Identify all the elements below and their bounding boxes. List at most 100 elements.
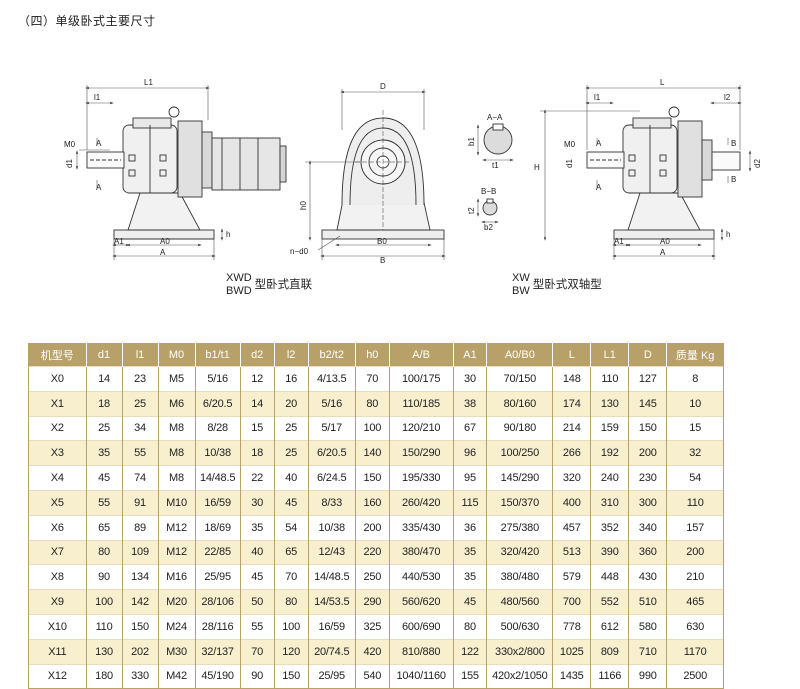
table-cell: 220 xyxy=(354,539,390,565)
dim-label-l1-right: l1 xyxy=(594,93,601,102)
caption-left-desc: 型卧式直联 xyxy=(254,278,313,291)
dim-label-A: A xyxy=(160,248,166,257)
table-cell: 150 xyxy=(121,613,158,640)
table-cell: 6/20.5 xyxy=(194,390,241,417)
model-cell: X3 xyxy=(28,440,87,466)
table-cell: 18 xyxy=(85,390,123,417)
table-cell: 430 xyxy=(628,564,667,590)
table-cell: 28/116 xyxy=(194,613,241,640)
table-cell: 25 xyxy=(273,415,309,441)
table-cell: 275/380 xyxy=(486,514,553,541)
column-header: L1 xyxy=(590,343,629,367)
table-cell: 150/370 xyxy=(486,489,553,516)
table-cell: 290 xyxy=(354,589,390,615)
table-cell: 148 xyxy=(552,366,591,392)
table-cell: 6/20.5 xyxy=(307,440,356,466)
table-cell: 214 xyxy=(552,415,591,441)
table-cell: 120/210 xyxy=(388,415,454,441)
table-cell: 140 xyxy=(354,440,390,466)
table-cell: 8 xyxy=(666,366,724,392)
table-cell: 579 xyxy=(552,564,591,590)
dim-label-b2: b2 xyxy=(484,223,493,232)
model-cell: X5 xyxy=(28,489,87,516)
table-cell: 10 xyxy=(666,390,724,417)
table-cell: 1435 xyxy=(552,663,591,689)
table-cell: 10/38 xyxy=(307,514,356,541)
table-cell: 90 xyxy=(85,564,123,590)
column-header: L xyxy=(552,343,591,367)
table-cell: 30 xyxy=(452,366,487,392)
table-cell: 390 xyxy=(590,539,629,565)
table-cell: 55 xyxy=(239,613,275,640)
caption-right-model-2: BW xyxy=(512,285,530,297)
table-cell: M8 xyxy=(157,440,195,466)
table-cell: 210 xyxy=(666,564,724,590)
table-cell: 200 xyxy=(628,440,667,466)
table-cell: 32 xyxy=(666,440,724,466)
dim-label-D: D xyxy=(380,82,386,91)
table-cell: 100 xyxy=(273,613,309,640)
table-cell: 300 xyxy=(628,489,667,516)
table-cell: 18 xyxy=(239,440,275,466)
table-cell: 70/150 xyxy=(486,366,553,392)
table-cell: 5/17 xyxy=(307,415,356,441)
table-cell: 1166 xyxy=(590,663,629,689)
table-cell: M8 xyxy=(157,415,195,441)
table-cell: 14 xyxy=(239,390,275,417)
table-cell: 22/85 xyxy=(194,539,241,565)
table-cell: 55 xyxy=(121,440,158,466)
column-header: A0/B0 xyxy=(486,343,553,367)
table-cell: 157 xyxy=(666,514,724,541)
caption-left-model-1: XWD xyxy=(226,272,252,284)
table-cell: 18/69 xyxy=(194,514,241,541)
dim-label-B: B xyxy=(380,256,385,265)
table-cell: 12/43 xyxy=(307,539,356,565)
table-cell: 122 xyxy=(452,638,487,665)
column-header: A/B xyxy=(388,343,454,367)
dim-label-t1: t1 xyxy=(492,161,499,170)
drawing-shaft-sections xyxy=(476,123,514,224)
table-cell: 65 xyxy=(273,539,309,565)
table-cell: 120 xyxy=(273,638,309,665)
table-cell: 1170 xyxy=(666,638,724,665)
table-cell: 1040/1160 xyxy=(388,663,454,689)
table-cell: 560/620 xyxy=(388,589,454,615)
table-cell: 15 xyxy=(666,415,724,441)
table-cell: 15 xyxy=(239,415,275,441)
model-cell: X4 xyxy=(28,465,87,491)
column-header: b2/t2 xyxy=(307,343,356,367)
table-cell: 630 xyxy=(666,613,724,640)
table-cell: 180 xyxy=(85,663,123,689)
table-cell: 36 xyxy=(452,514,487,541)
caption-left-models: XWD BWD xyxy=(226,272,252,298)
model-cell: X0 xyxy=(28,366,87,392)
table-cell: 65 xyxy=(85,514,123,541)
table-cell: 266 xyxy=(552,440,591,466)
table-cell: 440/530 xyxy=(388,564,454,590)
dim-label-B0: B0 xyxy=(377,237,387,246)
table-cell: 25/95 xyxy=(307,663,356,689)
table-cell: 34 xyxy=(121,415,158,441)
table-cell: 25 xyxy=(273,440,309,466)
drawing-end-view xyxy=(305,89,446,260)
table-cell: 145 xyxy=(628,390,667,417)
table-cell: 89 xyxy=(121,514,158,541)
dim-label-A-mark-right-bottom: A xyxy=(596,183,602,192)
model-cell: X11 xyxy=(28,638,87,665)
table-cell: 130 xyxy=(85,638,123,665)
table-cell: 70 xyxy=(239,638,275,665)
table-cell: 54 xyxy=(666,465,724,491)
caption-left-model-2: BWD xyxy=(226,285,252,297)
table-cell: 16/59 xyxy=(194,489,241,516)
table-cell: 200 xyxy=(354,514,390,541)
table-cell: 67 xyxy=(452,415,487,441)
table-cell: 240 xyxy=(590,465,629,491)
table-cell: 380/470 xyxy=(388,539,454,565)
